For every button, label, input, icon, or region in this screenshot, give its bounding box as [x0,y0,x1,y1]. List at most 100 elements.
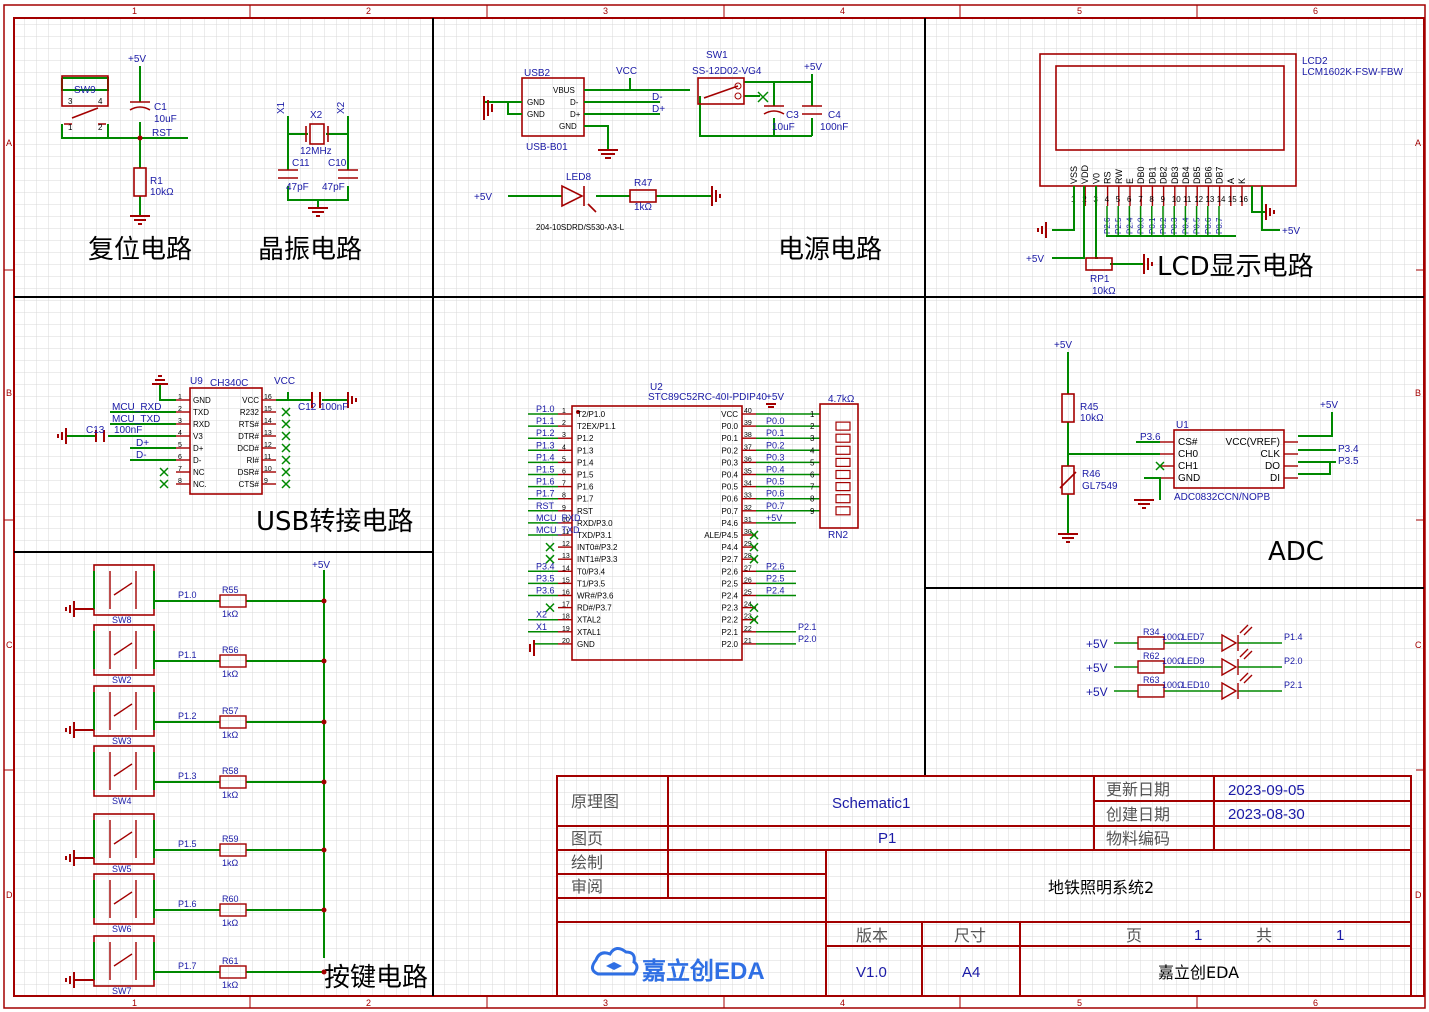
net-5v-power: +5V [804,62,822,73]
u2-net-label: P0.2 [766,440,785,450]
u9-part: CH340C [210,378,248,389]
u2-pin-name: P2.6 [722,567,739,576]
c12-label: C12 [298,402,317,413]
net-5v-adc: +5V [1054,340,1072,351]
led-supply-label: +5V [1086,685,1108,699]
tb-label-page: 图页 [571,829,603,848]
led-resistor [1137,660,1165,674]
col-label: 2 [366,6,371,16]
row-label: D [6,890,13,900]
net-5v-lcd-backlight: +5V [1282,226,1300,237]
svg-text:1: 1 [68,123,73,132]
rn2-value: 4.7kΩ [828,394,855,405]
u2-pin-name: P0.7 [722,507,739,516]
r1-value: 10kΩ [150,187,174,198]
u2-pin-number: 27 [744,565,752,572]
no-connect-mark [281,467,291,477]
crystal-circuit: X1 X2 X2 12MHz C11 C10 47pF 47pF [276,101,358,217]
u9-pin-number: 1 [178,394,182,401]
rn2-resistor [835,421,851,431]
u2-pin-number: 39 [744,420,752,427]
rn2-pin-number: 1 [810,410,815,419]
col-label: 3 [603,998,608,1008]
u9-pin-name: V3 [193,432,203,441]
u9-pin-name: R232 [240,408,260,417]
u2-pin-number: 10 [562,517,570,524]
col-label: 6 [1313,6,1318,16]
u9-pin-number: 4 [178,430,182,437]
junction-dot [321,779,327,785]
u9-pin-number: 11 [264,454,271,461]
u2-pin-number: 18 [562,614,570,621]
u2-pin-name: P1.2 [577,434,594,443]
r45-label: R45 [1080,402,1099,413]
u2-pin-number: 30 [744,529,752,536]
tb-size: A4 [962,964,980,981]
lcd-circuit-title: LCD显示电路 [1157,252,1314,282]
u2-pin-number: 37 [744,444,752,451]
net-p36: P3.6 [1140,432,1161,443]
key-pullup-resistor [219,903,247,917]
u2-net-label: P1.6 [536,477,555,487]
net-dp: D+ [652,104,665,115]
usb-pin-dm: D- [570,98,579,107]
c11-value: 47pF [286,182,309,193]
u2-pin-name: P1.3 [577,446,594,455]
u2-pin-name: P4.6 [722,519,739,528]
u2-pin-number: 14 [562,565,570,572]
u2-net-label: RST [536,501,555,511]
u2-net-label: P1.5 [536,465,555,475]
u9-pin-name: D- [193,456,202,465]
usb-pin-gnd: GND [527,98,545,107]
net-rst: RST [152,128,172,139]
no-connect-mark [159,467,169,477]
c4-value: 100nF [820,122,848,133]
key-resistor-label: R55 [222,585,239,595]
u2-net-label: P2.1 [798,622,817,632]
key-switch-wire [93,631,155,669]
u2-pin-number: 31 [744,517,752,524]
tb-project-name: 地铁照明系统2 [1048,878,1154,897]
rn2-pin-number: 4 [810,446,815,455]
u2-net-label: P1.1 [536,416,555,426]
u9-pin-number: 9 [264,478,268,485]
usb2-name: USB-B01 [526,142,568,153]
u2-pin-number: 7 [562,481,566,488]
key-net-label: P1.0 [178,590,197,600]
u2-pin-number: 16 [562,590,570,597]
key-switch-contact [109,752,137,790]
u2-pin-name: RST [577,507,593,516]
u2-pin-number: 13 [562,553,570,560]
usb-pin-gnd3: GND [559,122,577,131]
tb-label-review: 审阅 [571,877,603,896]
lcd-pin-number: 10 [1172,195,1181,204]
led-resistor-label: R62 [1143,651,1160,661]
rn2-resistor [835,469,851,480]
u2-pin-number: 23 [744,614,752,621]
u9-pin-number: 3 [178,418,182,425]
key-pullup-resistor [219,775,247,789]
c1-value: 10uF [154,114,177,125]
usb-pin-gnd2: GND [527,110,545,119]
usb-circuit: U9 CH340C GND1TXD2RXD3V34D+5D-6NC7NC.8VC… [57,375,357,495]
key-switch-label: SW4 [112,796,132,806]
net-5v-keys: +5V [312,560,330,571]
net-dm: D- [652,92,663,103]
key-resistor-value: 1kΩ [222,669,239,679]
key-switch-wire [93,880,155,918]
junction-dot [321,907,327,913]
section-dividers [14,18,1424,996]
adc-circuit-title: ADC [1268,537,1324,567]
c11-label: C11 [292,158,310,169]
key-resistor-label: R61 [222,956,239,966]
c3-label: C3 [786,110,799,121]
u2-pin-number: 8 [562,493,566,500]
key-switch-label: SW3 [112,736,132,746]
u2-net-label: P1.7 [536,489,555,499]
rn2-resistor [835,482,851,492]
u2-pin-name: WR#/P3.6 [577,592,614,601]
key-circuit-title: 按键电路 [324,963,428,993]
u2-pin-name: P2.1 [722,628,739,637]
